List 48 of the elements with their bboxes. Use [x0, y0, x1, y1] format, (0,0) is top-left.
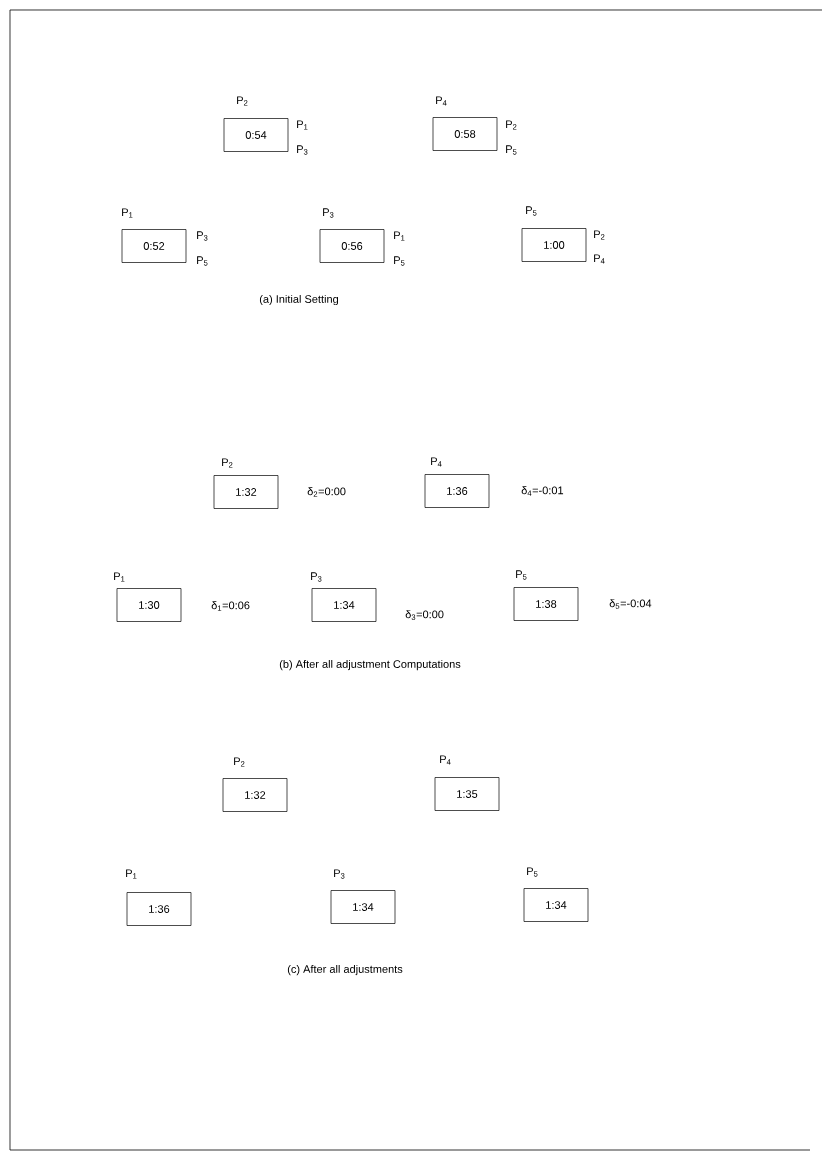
processor-label: P$_{5}$ — [526, 206, 537, 216]
time-box: 1:34 — [523, 888, 589, 922]
side-label: P$_{3}$ — [297, 145, 308, 155]
time-box: 1:30 — [116, 588, 182, 622]
processor-label: P$_{3}$ — [323, 208, 334, 218]
time-box: 1:34 — [311, 588, 377, 622]
side-label: P$_{2}$ — [594, 230, 605, 240]
side-label: δ$_{2}$=0:00 — [307, 487, 346, 497]
side-label: δ$_{5}$=-0:04 — [609, 599, 652, 609]
processor-label: P$_{3}$ — [334, 869, 345, 879]
caption: (c) After all adjustments — [287, 964, 403, 976]
processor-label: P$_{1}$ — [114, 572, 125, 582]
side-label: δ$_{4}$=-0:01 — [521, 486, 564, 496]
processor-label: P$_{5}$ — [516, 570, 527, 580]
side-label: P$_{5}$ — [506, 145, 517, 155]
side-label: P$_{1}$ — [394, 231, 405, 241]
time-box: 1:36 — [126, 892, 192, 926]
time-box: 1:00 — [521, 228, 587, 262]
time-box: 1:32 — [222, 778, 288, 812]
processor-label: P$_{4}$ — [436, 96, 447, 106]
side-label: P$_{1}$ — [297, 120, 308, 130]
caption: (a) Initial Setting — [259, 294, 338, 306]
side-label: P$_{2}$ — [506, 120, 517, 130]
time-box: 1:34 — [330, 890, 396, 924]
processor-label: P$_{5}$ — [527, 867, 538, 877]
processor-label: P$_{4}$ — [440, 755, 451, 765]
processor-label: P$_{3}$ — [311, 572, 322, 582]
time-box: 0:58 — [432, 117, 498, 151]
side-label: δ$_{1}$=0:06 — [211, 601, 250, 611]
time-box: 1:38 — [513, 587, 579, 621]
time-box: 1:35 — [434, 777, 500, 811]
side-label: P$_{5}$ — [394, 256, 405, 266]
time-box: 0:52 — [121, 229, 187, 263]
processor-label: P$_{4}$ — [431, 457, 442, 467]
processor-label: P$_{2}$ — [234, 757, 245, 767]
processor-label: P$_{1}$ — [122, 208, 133, 218]
side-label: P$_{5}$ — [197, 256, 208, 266]
side-label: P$_{4}$ — [594, 254, 605, 264]
time-box: 1:32 — [213, 475, 279, 509]
processor-label: P$_{1}$ — [126, 869, 137, 879]
caption: (b) After all adjustment Computations — [279, 659, 461, 671]
side-label: δ$_{3}$=0:00 — [405, 610, 444, 620]
processor-label: P$_{2}$ — [222, 458, 233, 468]
processor-label: P$_{2}$ — [237, 96, 248, 106]
time-box: 1:36 — [424, 474, 490, 508]
time-box: 0:56 — [319, 229, 385, 263]
side-label: P$_{3}$ — [197, 231, 208, 241]
time-box: 0:54 — [223, 118, 289, 152]
